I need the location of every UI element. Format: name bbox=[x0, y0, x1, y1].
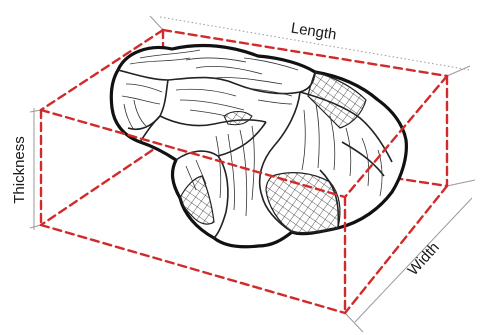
thickness-extension-top bbox=[30, 110, 41, 112]
thickness-extension-bottom bbox=[30, 225, 41, 228]
thickness-label: Thickness bbox=[11, 136, 28, 204]
width-extension-top bbox=[447, 180, 475, 186]
length-extension-right bbox=[447, 66, 470, 76]
length-extension-left bbox=[150, 16, 163, 30]
stone-outline bbox=[111, 45, 406, 246]
stone-drawing bbox=[111, 45, 406, 246]
width-label: Width bbox=[405, 239, 443, 279]
length-label: Length bbox=[290, 20, 338, 44]
